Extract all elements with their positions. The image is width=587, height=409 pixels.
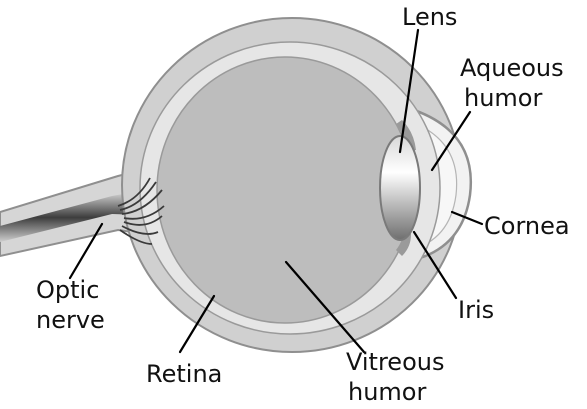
aqueous-humor-label-line2: humor: [464, 84, 542, 112]
lens-label: Lens: [402, 3, 457, 31]
vitreous-humor-label-line1: Vitreous: [346, 348, 444, 376]
vitreous-body: [157, 57, 413, 323]
optic-nerve-label-line1: Optic: [36, 276, 99, 304]
retina-label: Retina: [146, 360, 222, 388]
cornea-label: Cornea: [484, 212, 570, 240]
vitreous-humor-label-line2: humor: [348, 378, 426, 406]
aqueous-humor-label-line1: Aqueous: [460, 54, 564, 82]
iris-label: Iris: [458, 296, 494, 324]
optic-nerve-label-line2: nerve: [36, 306, 105, 334]
